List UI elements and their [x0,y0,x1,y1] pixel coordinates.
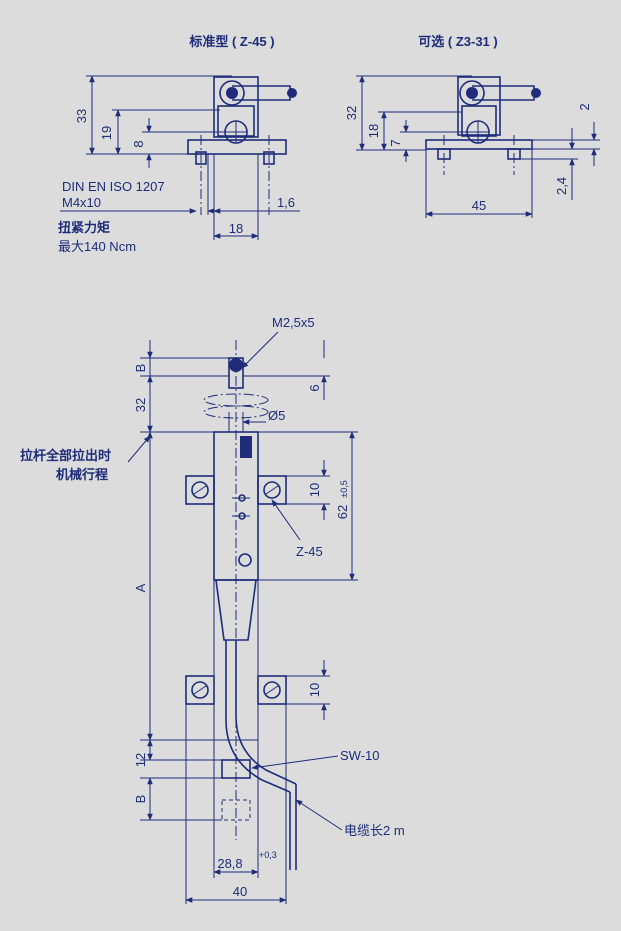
dim-12-label: 12 [133,753,148,767]
rod-thread-end [229,358,243,372]
clamp-bottom-right-screw [263,681,281,699]
dim-7-label: 7 [388,139,403,146]
dim-45-label: 45 [472,198,486,213]
clamp-top-left [185,475,215,505]
connector-leader [251,755,339,770]
connector-nut [221,759,251,779]
dim-62-tolerance: ±0,5 [339,480,349,497]
dim-19-label: 19 [99,126,114,140]
screw-note-line2: M4x10 [62,195,101,210]
screw-head-left [195,151,207,165]
top-left-view: 标准型 ( Z-45 ) 33 19 8 DIN EN I [58,34,300,254]
rod-end-circle [219,80,245,106]
rod-end-dot-alt [466,87,478,99]
actuator-rod-alt [472,85,535,101]
dim-6-label: 6 [307,384,322,391]
clamp-plate-alt [425,139,533,150]
dim-32-label: 32 [344,106,359,120]
screw-note-line1: DIN EN ISO 1207 [62,179,165,194]
dim-8-label: 8 [131,140,146,147]
actuator-rod [232,85,291,101]
dim-A-label: A [133,583,148,592]
thread-leader [241,331,279,369]
thread-label: M2,5x5 [272,315,315,330]
dim-1-6-label: 1,6 [277,195,295,210]
screw-head-right [263,151,275,165]
connector-phantom [221,799,251,821]
dim-B-top-label: B [133,364,148,373]
dim-33-label: 33 [74,109,89,123]
ce-mark [238,553,252,567]
main-view: M2,5x5 Ø5 Z-45 [20,315,405,904]
clamp-bottom-right-slot [265,685,279,695]
clamp-bottom-left-screw [191,681,209,699]
clamp-leader [271,499,301,541]
clamp-plate [187,139,287,155]
cable-label: 电缆长2 m [344,823,405,838]
top-left-title: 标准型 ( Z-45 ) [188,34,274,49]
dim-18-alt-label: 18 [366,124,381,138]
cable-boot [215,579,257,641]
top-right-view: 可选 ( Z3-31 ) 32 18 7 2 [344,34,600,218]
torque-note-line2: 最大140 Ncm [58,239,136,254]
clamp-bottom-right [257,675,287,705]
clamp-top-right-slot [265,485,279,495]
stroke-note-line2: 机械行程 [56,467,108,482]
torque-note-line1: 扭紧力矩 [58,220,110,235]
slider-lower-block-alt [461,105,497,137]
clamp-top-left-screw [191,481,209,499]
stroke-note-line1: 拉杆全部拉出时 [20,448,111,463]
cable-right-edge [235,640,297,785]
dim-10-top-label: 10 [307,483,322,497]
housing-label-plate [240,436,252,458]
dim-2-label: 2 [577,103,592,110]
cable-left-edge [225,640,291,793]
dim-2-4-label: 2,4 [554,177,569,195]
dim-10-bottom-label: 10 [307,683,322,697]
rod-tip [287,88,297,98]
break-mark-lower [203,405,269,419]
slider-body-alt [457,76,501,136]
cable-leader [295,799,343,831]
clamp-bottom-left-slot [193,685,207,695]
clamp-label: Z-45 [296,544,323,559]
diameter-label: Ø5 [268,408,285,423]
connector-label: SW-10 [340,748,380,763]
dim-62-label: 62 [335,505,350,519]
rod-end-dot [226,87,238,99]
clamp-top-left-slot [193,485,207,495]
dim-28-8-label: 28,8 [217,856,242,871]
clamp-top-right-screw [263,481,281,499]
dim-28-8-tolerance: +0,3 [259,850,277,860]
dim-B-bottom-label: B [133,795,148,804]
break-mark-upper [203,393,269,407]
dim-40-label: 40 [233,884,247,899]
dim-18-label: 18 [229,221,243,236]
clamp-bottom-left [185,675,215,705]
top-right-title: 可选 ( Z3-31 ) [418,34,497,49]
rod-end-circle-alt [459,80,485,106]
stroke-note-leader [127,435,151,463]
dim-32-main-label: 32 [133,398,148,412]
rod-tip-alt [531,88,541,98]
